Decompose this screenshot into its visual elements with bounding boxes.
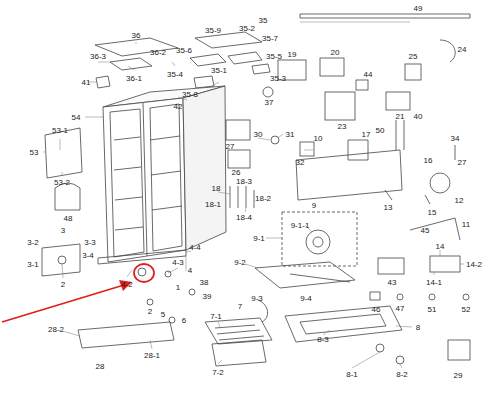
callout-number: 43 [388,278,397,287]
callout-number: 28-2 [48,325,64,334]
callout-number: 13 [384,203,393,212]
callout-number: 10 [314,134,323,143]
callout-number: 5 [161,310,165,319]
callout-number: 53-2 [54,178,70,187]
callout-number: 3 [61,226,65,235]
callout-number: 35-2 [239,24,255,33]
callout-number: 15 [428,208,437,217]
callout-number: 14-2 [466,260,482,269]
callout-number: 46 [372,305,381,314]
callout-number: 45 [421,226,430,235]
callout-number: 14-1 [426,278,442,287]
callout-number: 48 [64,214,73,223]
callout-number: 8-1 [346,370,358,379]
callout-number: 39 [203,292,212,301]
callout-number: 3-3 [84,238,96,247]
callout-number: 35-9 [205,26,221,35]
callout-number: 4-4 [189,243,201,252]
callout-number: 9-3 [251,294,263,303]
callout-number: 7 [238,302,242,311]
pointer-arrow [2,285,124,322]
callout-number: 53-1 [52,126,68,135]
callout-number: 42 [174,102,183,111]
callout-number: 19 [288,50,297,59]
callout-number: 11 [462,220,470,229]
callout-number: 35-7 [262,34,278,43]
callout-number: 50 [376,126,385,135]
callout-number: 1 [176,283,180,292]
callout-number: 35 [259,16,268,25]
callout-number: 27 [458,158,467,167]
callout-number: 36-1 [126,74,142,83]
callout-number: 8-2 [396,370,408,379]
callout-number: 28 [96,362,105,371]
callout-number: 17 [362,130,371,139]
callout-number: 9-4 [300,294,312,303]
callout-number: 4-2 [121,280,133,289]
callout-number: 47 [396,304,405,313]
callout-number: 9 [312,201,316,210]
callout-number: 32 [296,158,305,167]
callout-number: 31 [286,130,295,139]
callout-number: 14 [436,242,445,251]
callout-number: 6 [182,316,186,325]
callout-number: 20 [331,48,340,57]
callout-number: 3-2 [27,238,39,247]
callout-number: 35-3 [270,74,286,83]
callout-number: 3-4 [82,251,94,260]
callout-number: 18-1 [205,200,221,209]
callout-number: 4-3 [172,258,184,267]
callout-number: 35-6 [176,46,192,55]
callout-number: 26 [232,168,241,177]
callout-number: 49 [414,4,423,13]
callout-number: 36-3 [90,52,106,61]
callout-number: 12 [455,196,464,205]
callout-number: 34 [451,134,460,143]
callout-number: 4 [188,266,192,275]
callout-number: 38 [200,278,209,287]
callout-number: 27 [226,142,235,151]
callout-number: 41 [82,78,91,87]
callout-number: 52 [462,305,471,314]
arrow-head [119,280,132,291]
callout-number: 16 [424,156,433,165]
callout-number: 51 [428,305,437,314]
callout-number: 35-1 [211,66,227,75]
callout-number: 35-4 [167,70,183,79]
callout-number: 9-1 [253,234,265,243]
callout-number: 36-2 [150,48,166,57]
callout-number: 35-8 [182,90,198,99]
callout-number: 29 [454,371,463,380]
callout-number: 7-1 [210,312,222,321]
callout-number: 2 [61,280,65,289]
callout-number: 24 [458,45,467,54]
callout-number: 9-1-1 [291,221,310,230]
callout-number: 54 [72,113,81,122]
callout-number: 9-2 [234,258,246,267]
callout-number: 18-3 [236,177,252,186]
callout-number: 8 [416,323,420,332]
callout-number: 35-5 [266,52,282,61]
highlight-circle [134,264,154,282]
callout-number: 37 [265,98,274,107]
callout-number: 25 [409,52,418,61]
callout-number: 30 [254,130,263,139]
callout-number: 3-1 [27,260,39,269]
callout-number: 2 [148,307,152,316]
callout-number: 21 [396,112,405,121]
callout-number: 18 [212,184,221,193]
callout-number: 36 [132,31,141,40]
callout-number: 23 [338,122,347,131]
callout-number: 53 [30,148,39,157]
callout-number: 8-3 [317,335,329,344]
callout-number: 28-1 [144,351,160,360]
callout-number: 18-4 [236,213,252,222]
callout-number: 44 [364,70,373,79]
callout-number: 40 [414,112,423,121]
callout-number: 18-2 [255,194,271,203]
callout-number: 7-2 [212,368,224,377]
